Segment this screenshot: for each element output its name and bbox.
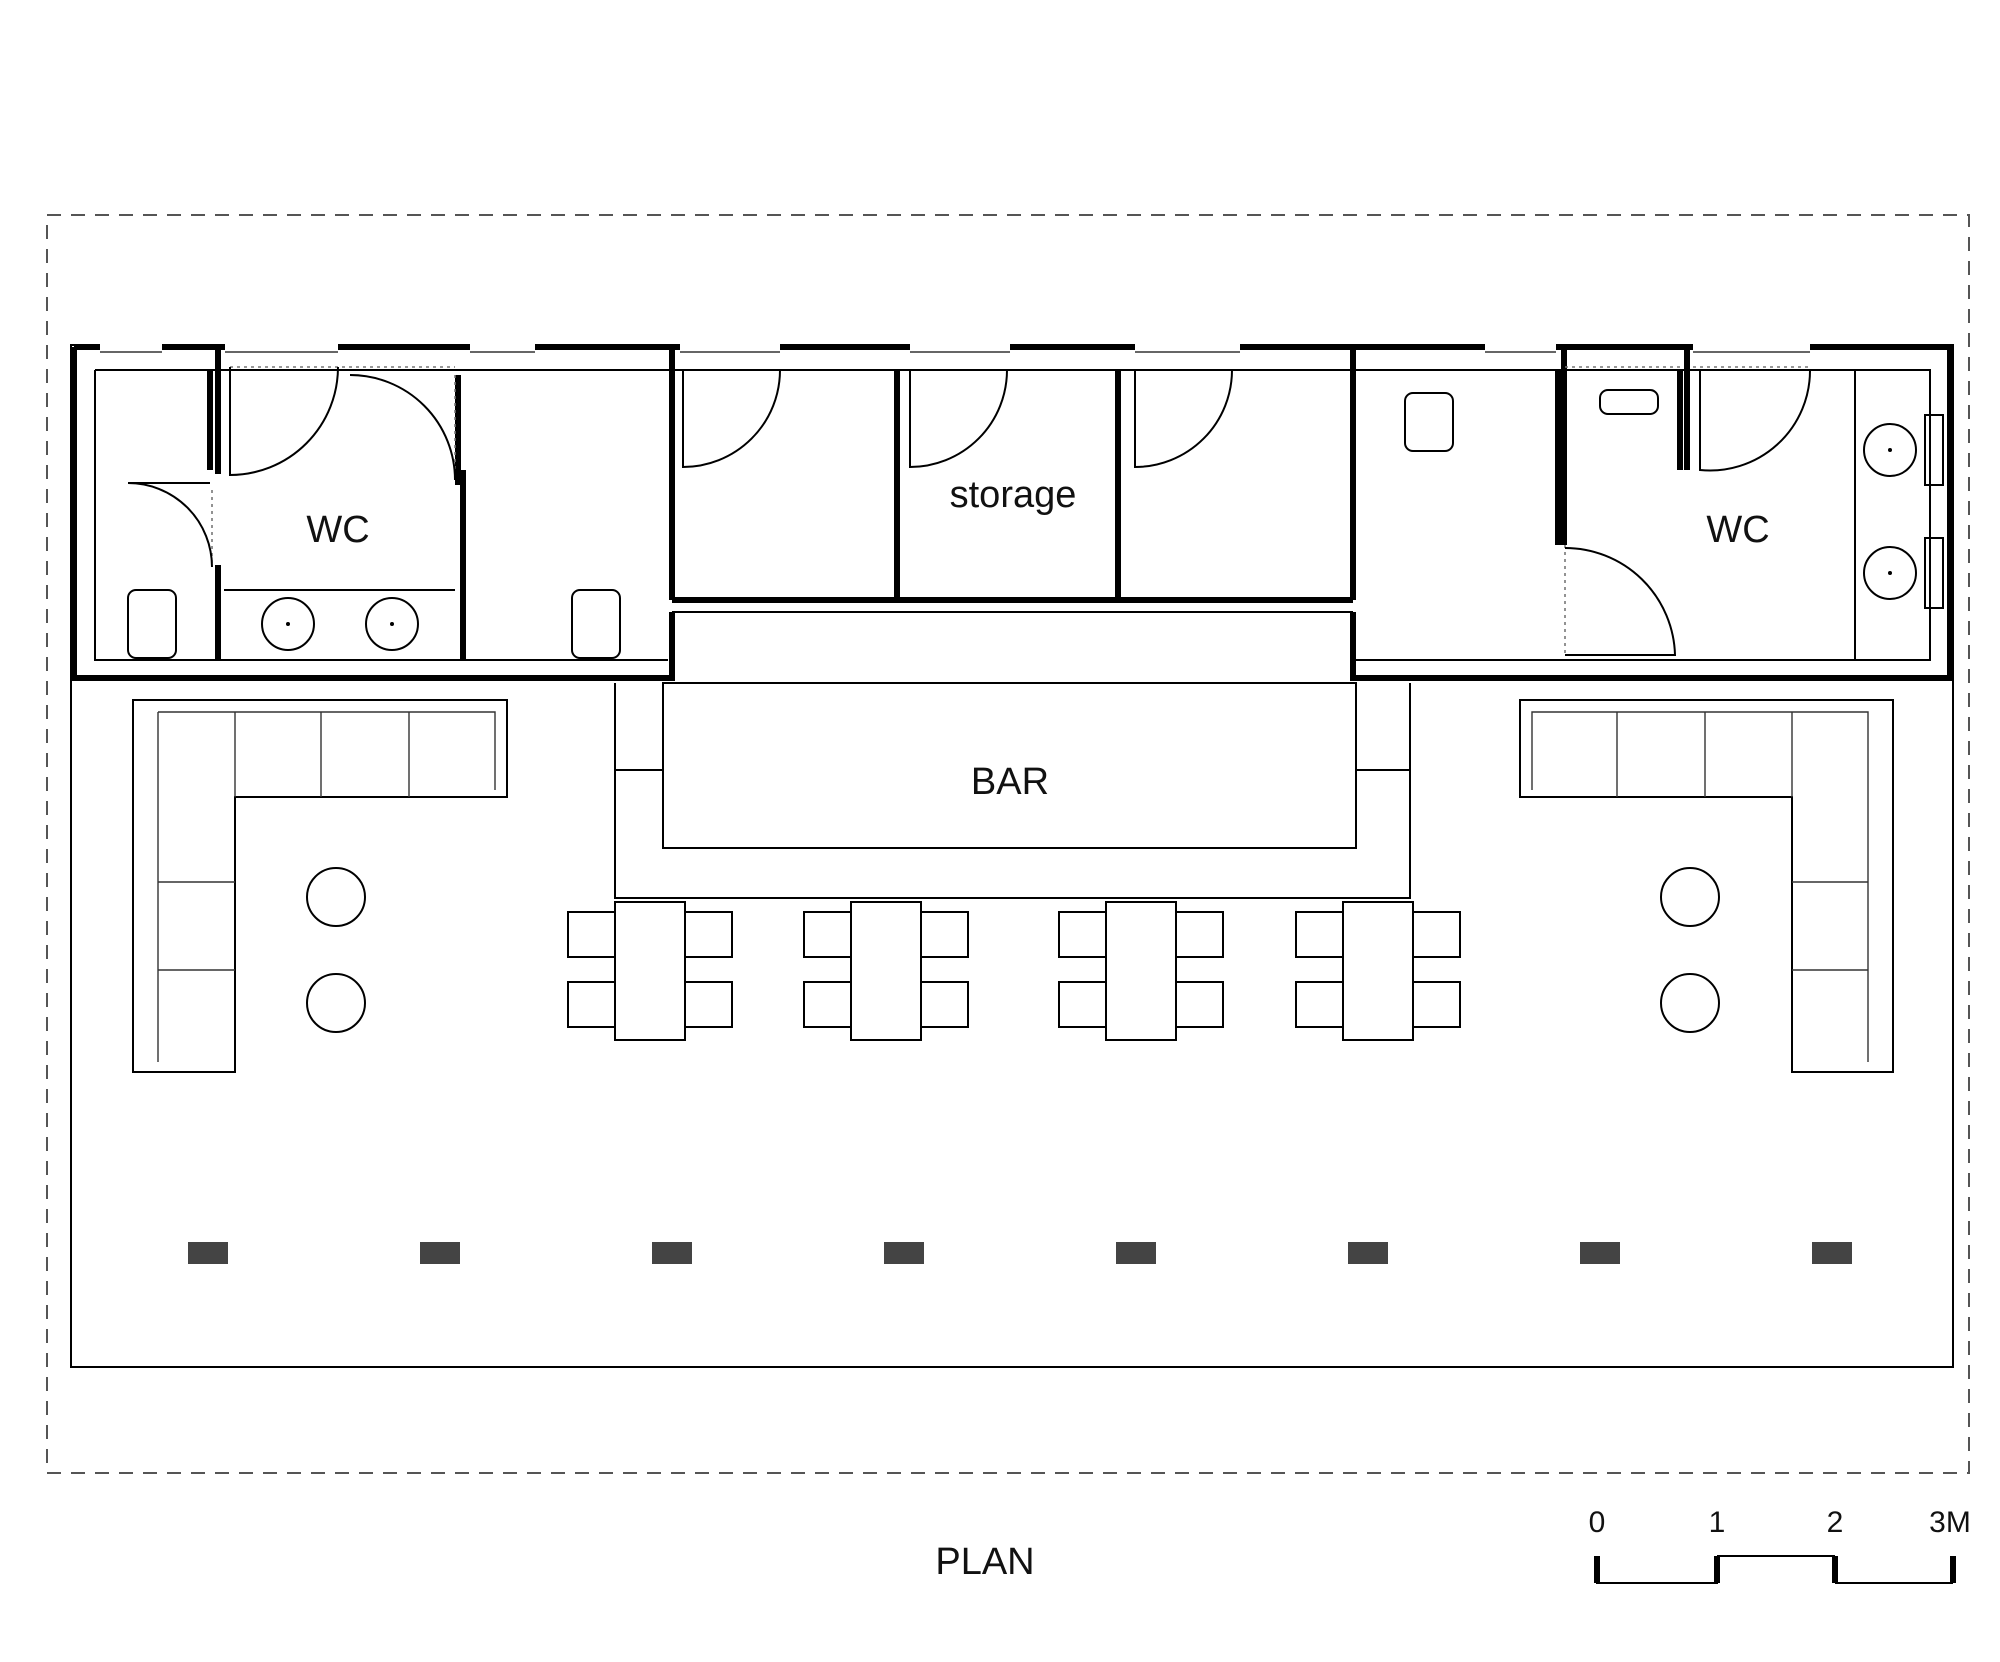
dining-tables (567, 901, 1461, 1041)
sofa-right (1519, 699, 1894, 1073)
storage-doors (682, 369, 1233, 469)
building-walls (71, 343, 1953, 684)
scale-tick-3: 3M (1929, 1506, 1971, 1539)
storage-label: storage (950, 474, 1077, 516)
round-stools (306, 867, 1720, 1033)
sofa-left (132, 699, 508, 1073)
scale-tick-2: 2 (1827, 1506, 1844, 1539)
wc-right-fixtures (1404, 366, 1944, 660)
plan-title: PLAN (935, 1541, 1034, 1583)
wc-left-fixtures (127, 366, 621, 660)
scale-tick-0: 0 (1589, 1506, 1606, 1539)
scale-tick-1: 1 (1709, 1506, 1726, 1539)
bar-counter (614, 682, 1411, 899)
wc-left-label: WC (306, 509, 369, 551)
site-boundary (46, 214, 1970, 1474)
floor-fixtures (188, 1242, 1852, 1264)
wc-right-label: WC (1706, 509, 1769, 551)
scale-bar: 0 1 2 3M (1589, 1506, 1971, 1584)
bar-label: BAR (971, 761, 1049, 803)
